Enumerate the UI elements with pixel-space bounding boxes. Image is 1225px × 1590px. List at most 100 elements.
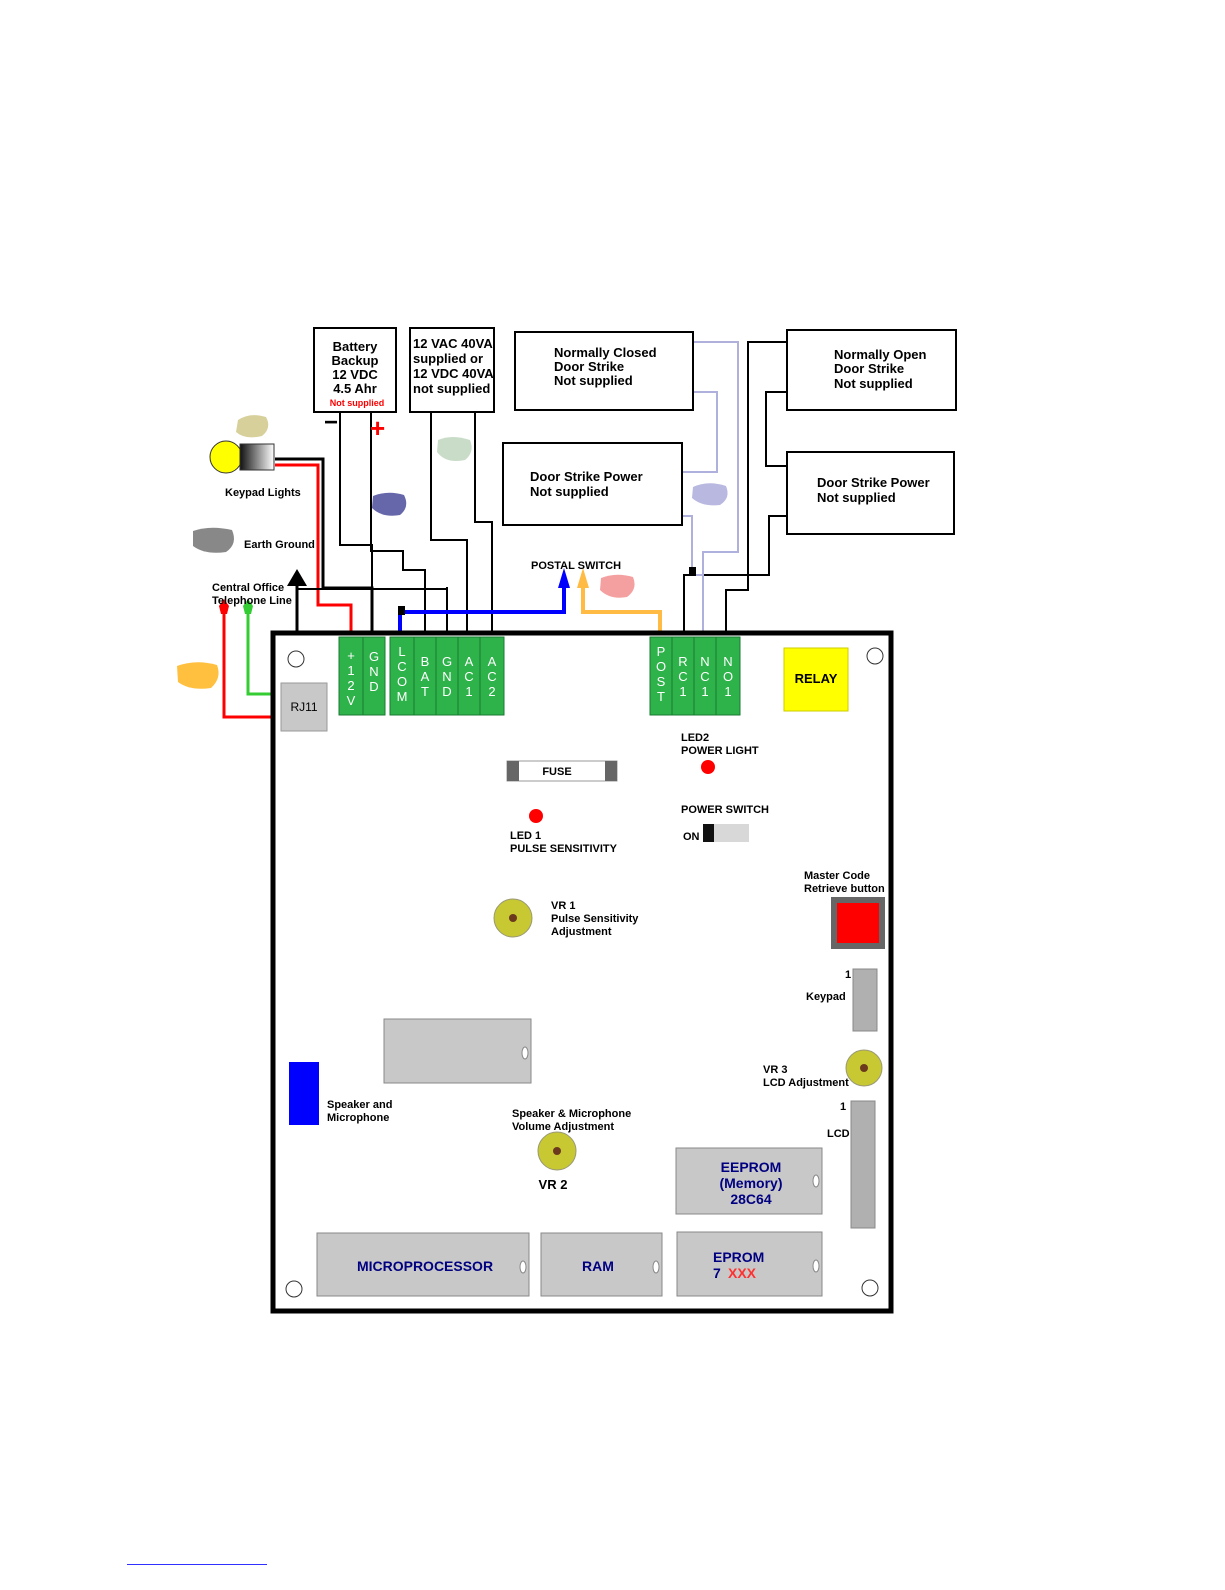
vr3-label-2: LCD Adjustment: [763, 1077, 849, 1089]
power-switch-on-label: ON: [683, 831, 700, 843]
unlabeled-chip: [383, 1018, 532, 1084]
blob-grey: [193, 527, 234, 553]
vr1-label-3: Adjustment: [551, 926, 612, 938]
terminal-no1-char-2: O: [723, 669, 733, 684]
terminal-gnd-2-char-1: G: [442, 654, 452, 669]
terminal-no1: N O 1: [715, 636, 741, 716]
eprom-suffix: XXX: [728, 1265, 757, 1281]
nc-strike-line-3: Not supplied: [554, 373, 633, 388]
terminal-nc1: N C 1: [693, 636, 717, 716]
fuse-label: FUSE: [542, 766, 571, 778]
vr3-potentiometer[interactable]: [845, 1049, 883, 1087]
battery-line-2: Backup: [332, 353, 379, 368]
lcd-connector-label: LCD: [827, 1128, 850, 1140]
terminal-gnd-1-char-2: N: [369, 664, 378, 679]
strike-power-left-line-2: Not supplied: [530, 484, 609, 499]
terminal-12v-char-4: V: [347, 693, 356, 708]
volume-adjust-label-1: Speaker & Microphone: [512, 1108, 631, 1120]
ac-supply-line-3: 12 VDC 40VA: [413, 366, 494, 381]
postal-blue-arrow-head: [558, 568, 570, 588]
terminal-ac1-char-2: C: [464, 669, 473, 684]
terminal-ac1: A C 1: [457, 636, 481, 716]
earth-ground-label: Earth Ground: [244, 539, 315, 551]
terminal-ac2-char-2: C: [487, 669, 496, 684]
wire-battery-negative: [339, 412, 373, 632]
nc-strike-box: Normally Closed Door Strike Not supplied: [514, 331, 694, 411]
battery-plus-sign: +: [370, 413, 385, 443]
blob-tan: [236, 415, 269, 438]
terminal-post: P O S T: [649, 636, 673, 716]
vr1-label-1: VR 1: [551, 900, 575, 912]
vr1-potentiometer[interactable]: [493, 898, 533, 938]
led1-label-1: LED 1: [510, 830, 541, 842]
keypad-connector-label: Keypad: [806, 991, 846, 1003]
eeprom-label-3: 28C64: [730, 1191, 771, 1207]
lcd-connector: [850, 1100, 876, 1229]
telephone-line-label-1: Central Office: [212, 582, 284, 594]
terminal-ac2-char-1: A: [488, 654, 497, 669]
terminal-lcom-char-2: C: [397, 659, 406, 674]
telephone-line-label-2: Telephone Line: [212, 595, 292, 607]
wire-ac-supply-2: [474, 412, 493, 632]
wire-no-power: [765, 391, 787, 467]
blob-orange: [177, 662, 219, 689]
terminal-rc1-char-1: R: [678, 654, 687, 669]
led1-label-2: PULSE SENSITIVITY: [510, 843, 618, 855]
terminal-post-char-1: P: [657, 644, 666, 659]
terminal-bat-char-1: B: [421, 654, 430, 669]
mount-hole-top-left: [287, 650, 305, 668]
nc-strike-line-2: Door Strike: [554, 359, 624, 374]
strike-power-right-line-2: Not supplied: [817, 490, 896, 505]
strike-power-left-line-1: Door Strike Power: [530, 469, 643, 484]
mount-hole-top-right: [866, 647, 884, 665]
terminal-ac1-char-1: A: [465, 654, 474, 669]
vr2-potentiometer[interactable]: [537, 1131, 577, 1171]
battery-line-1: Battery: [333, 339, 379, 354]
no-strike-line-3: Not supplied: [834, 376, 913, 391]
terminal-post-char-3: S: [657, 674, 666, 689]
terminal-block-right: P O S T R C 1 N C 1 N O 1: [649, 636, 741, 716]
terminal-gnd-1-char-3: D: [369, 679, 378, 694]
terminal-no1-char-3: 1: [724, 684, 731, 699]
blob-sage: [437, 437, 472, 461]
lcd-pin-label: 1: [840, 1101, 846, 1113]
terminal-lcom-char-3: O: [397, 674, 407, 689]
terminal-nc1-char-3: 1: [701, 684, 708, 699]
vr2-label: VR 2: [539, 1177, 568, 1192]
terminal-lcom-char-4: M: [397, 689, 408, 704]
phone-green-tip: [243, 599, 253, 614]
power-switch[interactable]: [703, 824, 749, 842]
footer-rule: [127, 1564, 267, 1565]
led2-label-2: POWER LIGHT: [681, 745, 759, 757]
terminal-lcom: L C O M: [389, 636, 415, 716]
mount-hole-bottom-left: [285, 1280, 303, 1298]
volume-adjust-label-2: Volume Adjustment: [512, 1121, 614, 1133]
wire-nc-power: [682, 391, 718, 473]
strike-power-right-box: Door Strike Power Not supplied: [786, 451, 955, 535]
power-switch-label: POWER SWITCH: [681, 804, 769, 816]
terminal-rc1: R C 1: [671, 636, 695, 716]
ac-supply-line-1: 12 VAC 40VA: [413, 336, 493, 351]
color-key-blobs: [177, 415, 728, 689]
ram-chip: RAM: [540, 1232, 663, 1297]
keypad-connector: [852, 968, 878, 1032]
master-code-button[interactable]: [831, 897, 885, 949]
terminal-gnd-2-char-3: D: [442, 684, 451, 699]
no-strike-line-2: Door Strike: [834, 361, 904, 376]
wire-postal-orange: [581, 584, 662, 632]
eeprom-chip: EEPROM (Memory) 28C64: [675, 1147, 823, 1215]
blob-pink: [600, 574, 635, 598]
mount-hole-bottom-right: [861, 1279, 879, 1297]
rj11-label: RJ11: [290, 700, 317, 714]
eeprom-label-2: (Memory): [719, 1175, 782, 1191]
terminal-gnd-1: G N D: [362, 636, 386, 716]
wire-postal-blue: [398, 584, 566, 632]
nc-strike-line-1: Normally Closed: [554, 345, 657, 360]
wire-no-strike: [725, 341, 787, 632]
terminal-12v-char-2: 1: [347, 663, 354, 678]
phone-red-tip: [219, 599, 229, 614]
terminal-ac2-char-3: 2: [488, 684, 495, 699]
terminal-12v: + 1 2 V: [338, 636, 364, 716]
wire-junction-rc1: [689, 567, 696, 576]
